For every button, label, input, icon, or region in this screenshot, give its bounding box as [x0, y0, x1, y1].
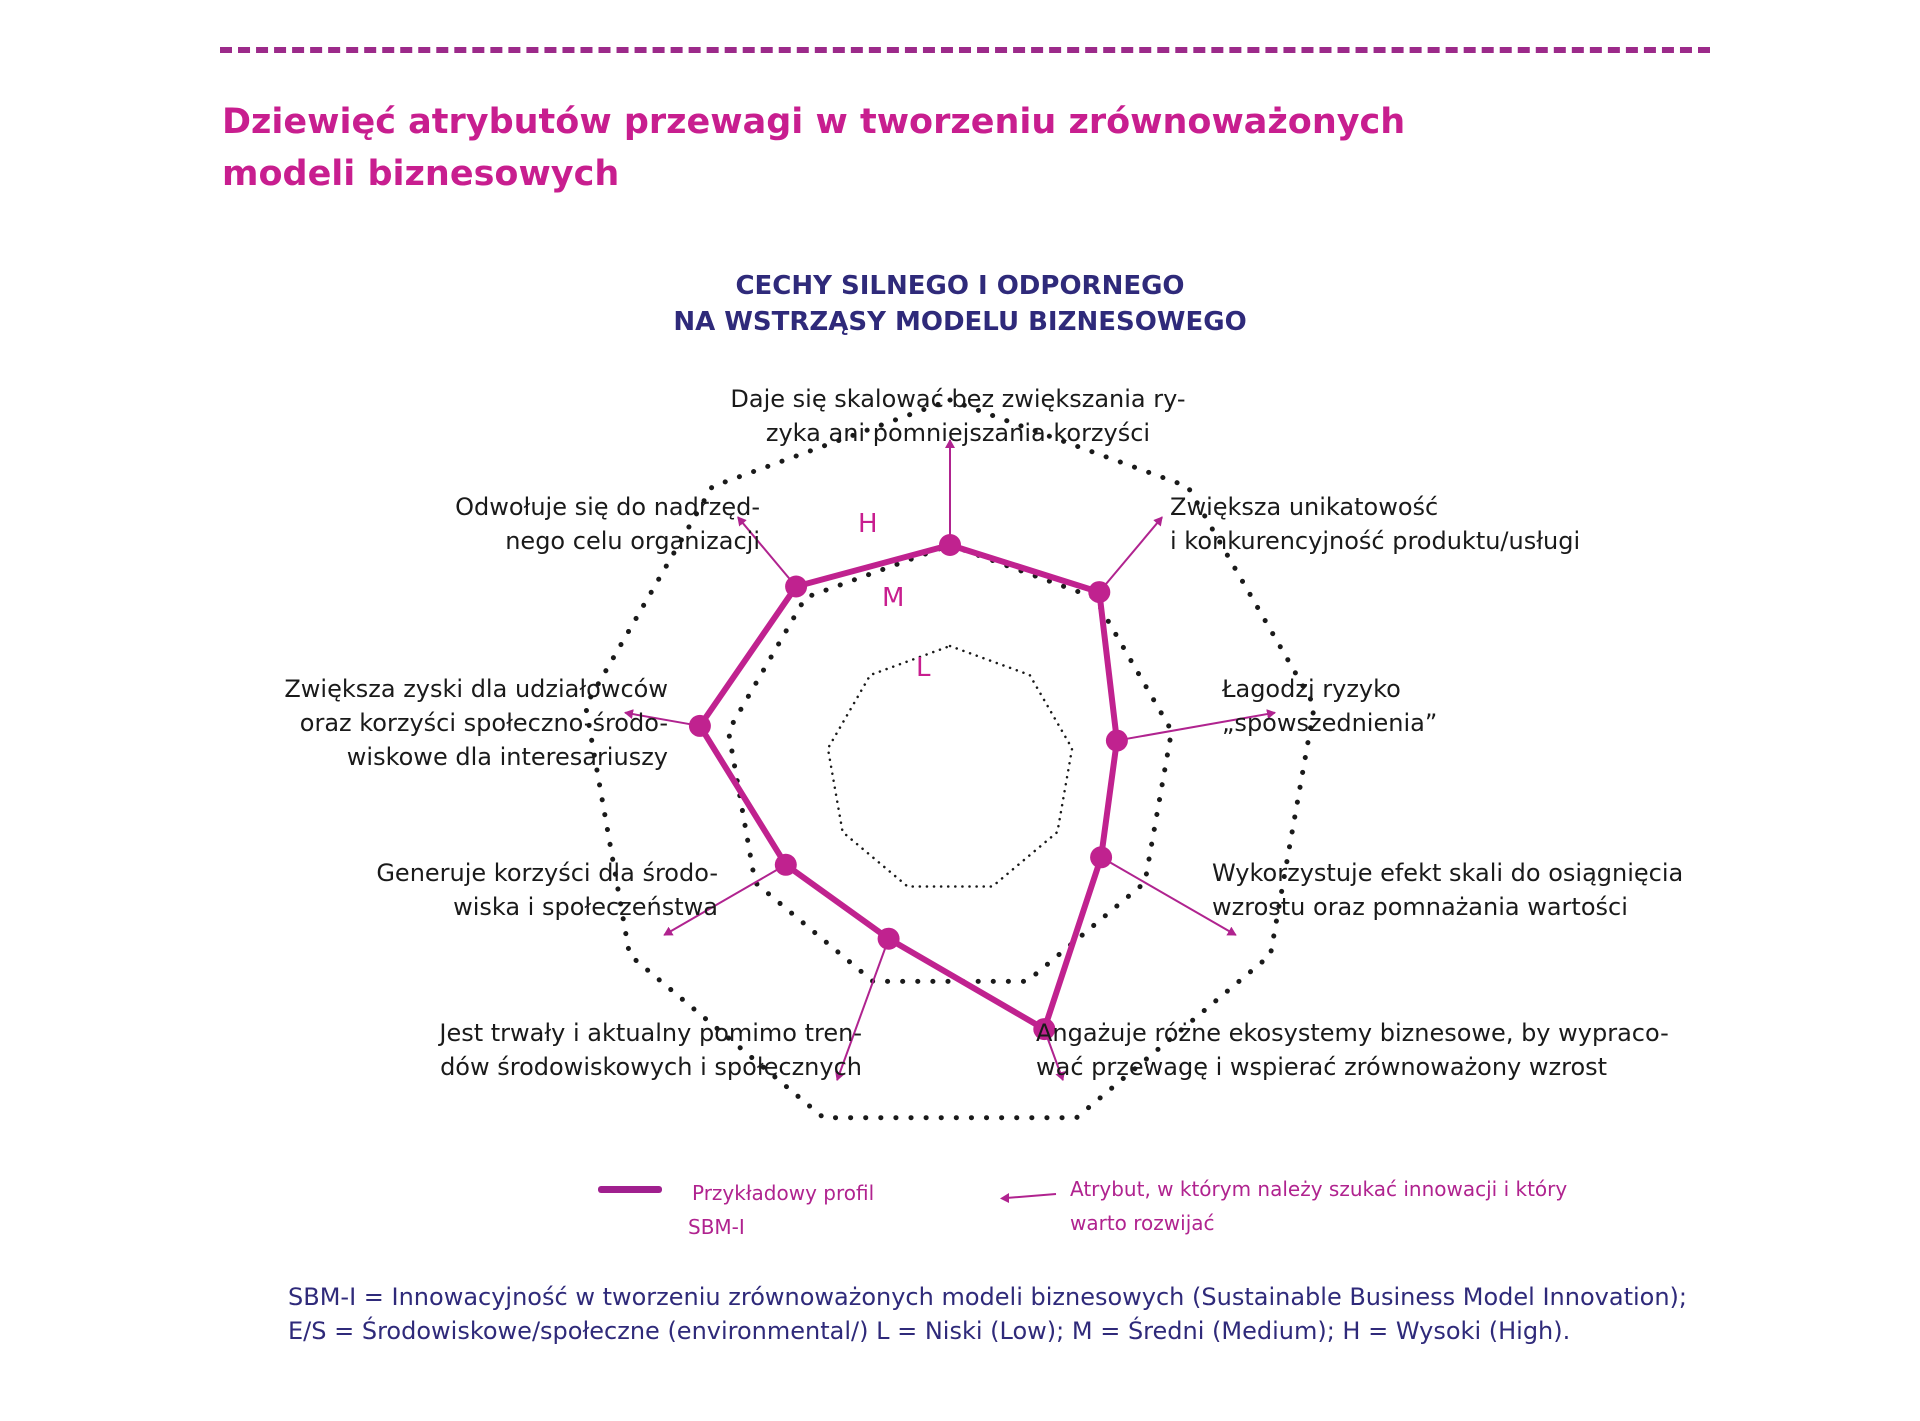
level-label-high: H	[858, 509, 878, 539]
footnote: SBM-I = Innowacyjność w tworzeniu zrówno…	[288, 1280, 1888, 1348]
attribute-label-environmental-benefits: Generuje korzyści dla środo- wiska i spo…	[376, 859, 718, 921]
profile-point-4	[1090, 846, 1113, 869]
attribute-label-higher-purpose: Odwołuje się do nadrzęd- nego celu organ…	[455, 493, 760, 555]
dashed-divider	[220, 47, 1710, 53]
diagram-title-line-1: CECHY SILNEGO I ODPORNEGO	[735, 271, 1185, 301]
profile-point-1	[939, 534, 961, 556]
profile-point-8	[688, 714, 711, 737]
medium-level-ring	[725, 542, 1175, 984]
attribute-label-uniqueness: Zwiększa unikatowość i konkurencyjność p…	[1170, 493, 1581, 555]
profile-point-2	[1088, 581, 1111, 604]
innovation-arrow-2	[1104, 516, 1163, 586]
legend-profile-swatch	[598, 1186, 662, 1193]
low-level-ring	[826, 644, 1074, 888]
page-title-line-1: Dziewięć atrybutów przewagi w tworzeniu …	[222, 102, 1406, 142]
footnote-line-1: SBM-I = Innowacyjność w tworzeniu zrówno…	[288, 1283, 1687, 1311]
attribute-label-shareholder-returns: Zwiększa zyski dla udziałowców oraz korz…	[284, 675, 668, 771]
diagram-title: CECHY SILNEGO I ODPORNEGO NA WSTRZĄSY MO…	[560, 268, 1360, 340]
profile-point-6	[877, 927, 900, 950]
sbm-profile-points	[688, 534, 1128, 1041]
legend-arrow-label: Atrybut, w którym należy szukać innowacj…	[1070, 1177, 1568, 1235]
page-title: Dziewięć atrybutów przewagi w tworzeniu …	[222, 96, 1422, 200]
level-label-medium: M	[882, 583, 904, 613]
profile-point-7	[774, 853, 797, 876]
diagram-title-line-2: NA WSTRZĄSY MODELU BIZNESOWEGO	[673, 307, 1247, 337]
legend-arrow-icon	[1000, 1193, 1057, 1203]
footnote-line-2: E/S = Środowiskowe/społeczne (environmen…	[288, 1317, 1571, 1345]
attribute-label-scalability: Daje się skalować bez zwiększania ry- zy…	[730, 385, 1186, 447]
legend-profile-label: Przykładowy profil SBM-I	[688, 1181, 875, 1239]
level-label-low: L	[916, 653, 931, 683]
profile-point-3	[1105, 729, 1128, 752]
attribute-label-durability: Jest trwały i aktualny pomimo tren- dów …	[439, 1019, 862, 1081]
attribute-label-economies-of-scale: Wykorzystuje efekt skali do osiągnięcia …	[1212, 859, 1684, 921]
sbm-profile-line	[696, 542, 1120, 1033]
attribute-label-commoditization-risk: Łagodzi ryzyko „spowszednienia”	[1222, 675, 1438, 737]
attribute-label-ecosystems: Angażuje różne ekosystemy biznesowe, by …	[1036, 1019, 1669, 1081]
page-title-line-2: modeli biznesowych	[222, 154, 620, 194]
profile-point-9	[785, 575, 808, 598]
